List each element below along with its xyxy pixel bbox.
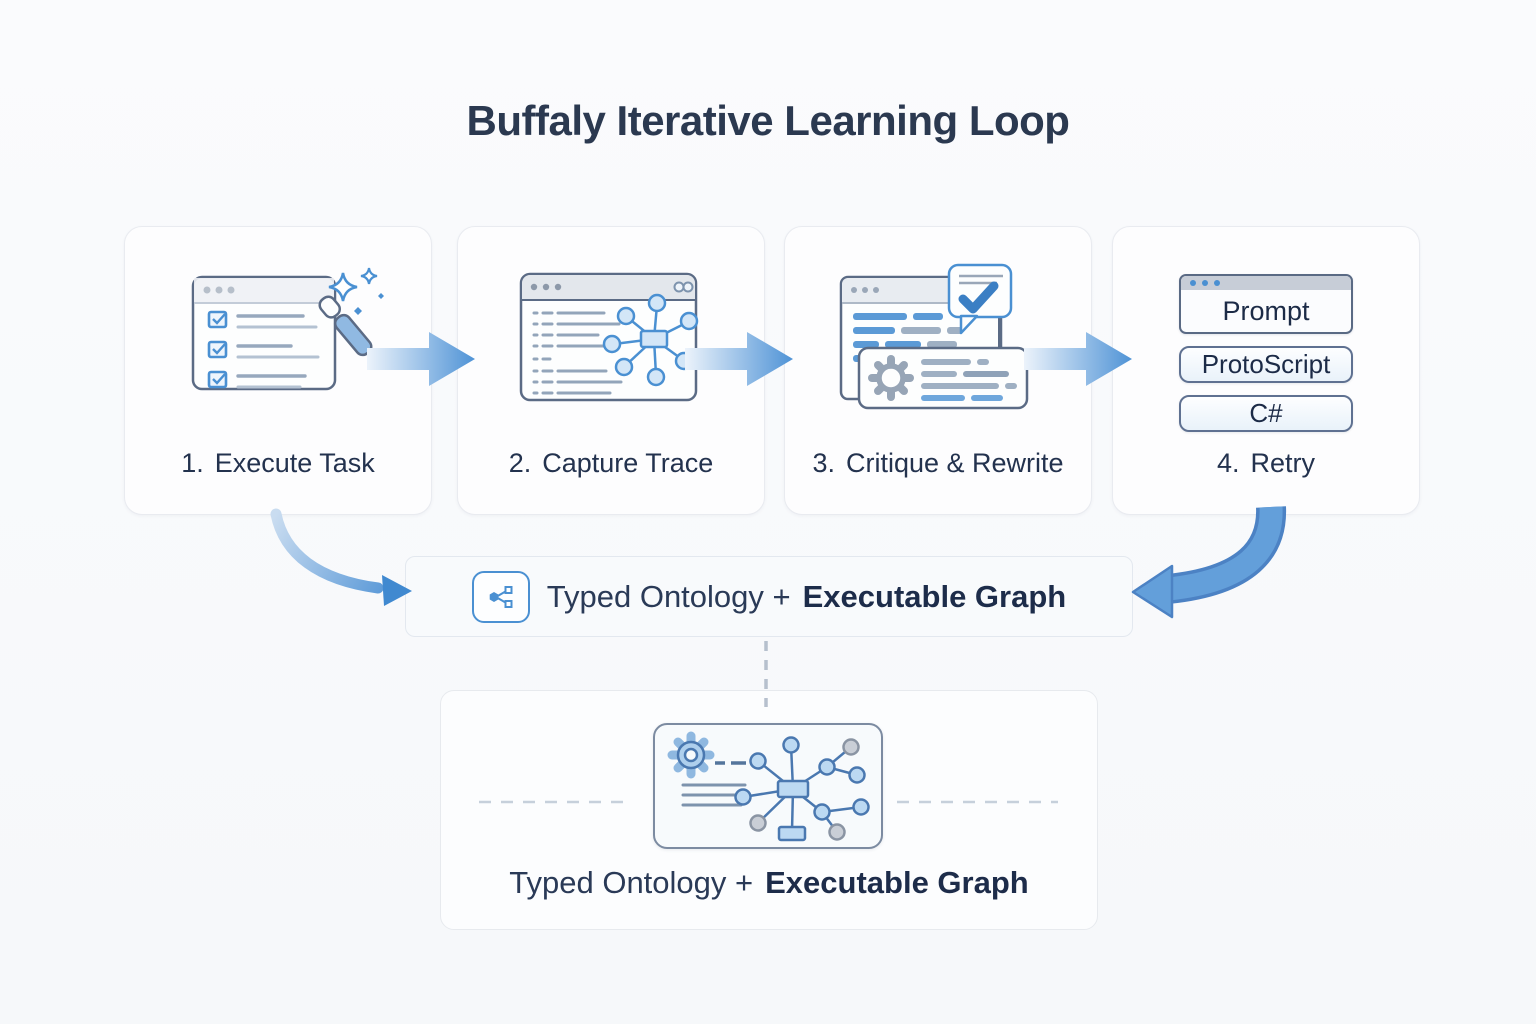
curved-arrow-left-icon xyxy=(270,508,412,606)
ontology-bar: Typed Ontology + Executable Graph xyxy=(405,556,1133,637)
flow-arrow-icon xyxy=(685,332,793,386)
window-dot-icon xyxy=(1202,280,1208,286)
step-name: Retry xyxy=(1250,448,1316,478)
ontology-panel-text: Typed Ontology + Executable Graph xyxy=(441,865,1097,901)
magic-wand-icon xyxy=(318,295,373,357)
step-name: Capture Trace xyxy=(542,448,714,478)
critique-windows-icon xyxy=(839,263,1029,410)
step-number: 3. xyxy=(812,448,835,478)
gear-icon xyxy=(868,355,914,401)
checklist-wand-icon xyxy=(191,267,384,391)
check-bubble-icon xyxy=(947,263,1013,353)
share-network-icon xyxy=(471,570,530,623)
ontology-bar-text: Typed Ontology + Executable Graph xyxy=(547,579,1066,615)
flow-arrow-icon xyxy=(367,332,475,386)
gear-icon xyxy=(667,731,715,779)
step-number: 4. xyxy=(1216,448,1240,478)
step-name: Execute Task xyxy=(214,448,375,478)
flow-arrow-icon xyxy=(1024,332,1132,386)
page-title: Buffaly Iterative Learning Loop xyxy=(466,97,1070,144)
window-titlebar xyxy=(1181,276,1351,290)
step-number: 2. xyxy=(508,448,532,478)
step-card-critique-rewrite: 3. Critique & Rewrite xyxy=(784,226,1092,515)
ontology-bar-text-bold: Executable Graph xyxy=(802,578,1067,614)
sparkles-icon xyxy=(328,267,384,315)
step-name: Critique & Rewrite xyxy=(845,448,1064,478)
step-label: 1. Execute Task xyxy=(125,448,431,479)
step-card-execute-task: 1. Execute Task xyxy=(124,226,432,515)
window-dot-icon xyxy=(1214,280,1220,286)
ontology-bar-text-regular: Typed Ontology + xyxy=(546,578,791,614)
step-label: 3. Critique & Rewrite xyxy=(785,448,1091,479)
protoscript-box: ProtoScript xyxy=(1179,346,1353,383)
step-number: 1. xyxy=(181,448,204,478)
window-dot-icon xyxy=(1190,280,1196,286)
ontology-panel: Typed Ontology + Executable Graph xyxy=(440,690,1098,930)
step-card-capture-trace: 2. Capture Trace xyxy=(457,226,765,515)
curved-arrow-right-icon xyxy=(1131,506,1287,619)
ontology-panel-text-bold: Executable Graph xyxy=(765,865,1029,900)
prompt-window: Prompt xyxy=(1179,274,1353,334)
execute-task-illustration xyxy=(125,267,431,427)
critique-rewrite-illustration xyxy=(785,263,1091,433)
csharp-box: C# xyxy=(1179,395,1353,432)
step-label: 4. Retry xyxy=(1113,448,1419,479)
retry-stack: Prompt ProtoScript C# xyxy=(1113,274,1419,432)
ontology-graph-illustration xyxy=(653,723,883,849)
step-card-retry: Prompt ProtoScript C# 4. Retry xyxy=(1112,226,1420,515)
ontology-panel-text-regular: Typed Ontology + xyxy=(509,865,754,900)
prompt-label: Prompt xyxy=(1222,295,1310,326)
step-label: 2. Capture Trace xyxy=(458,448,764,479)
gear-graph-icon xyxy=(667,731,870,842)
